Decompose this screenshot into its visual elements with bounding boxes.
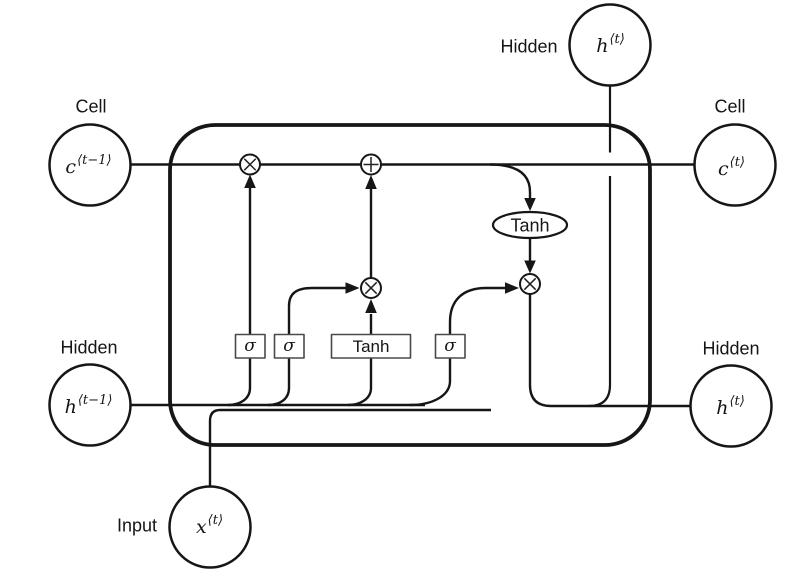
forget-multiply-node	[239, 153, 261, 176]
h-out-node-label: h⟨t⟩	[716, 393, 745, 419]
h-prev-node-label: h⟨t−1⟩	[64, 392, 113, 418]
candidate-multiply-node	[360, 277, 382, 299]
candidate-gate-box	[330, 333, 412, 359]
output-gate-stem	[409, 286, 505, 407]
forget-gate-box	[234, 333, 266, 359]
c-out-circle	[693, 123, 777, 207]
output-gate-box	[434, 333, 466, 359]
h-top-node-label: h⟨t⟩	[596, 31, 625, 57]
add-node	[360, 153, 382, 176]
input-gate-box	[273, 333, 305, 359]
hidden-output-line	[528, 294, 691, 408]
hidden-right-label: Hidden	[702, 338, 760, 359]
forget-gate-label: σ	[244, 336, 256, 356]
h-top-circle	[568, 3, 652, 87]
h-out-circle	[689, 364, 773, 448]
input-gate-stem	[267, 286, 346, 407]
tanh-activation-ellipse	[491, 210, 569, 240]
arrowhead-candidate-to-add	[365, 175, 377, 189]
hidden-top-line	[588, 85, 612, 408]
hidden-top-label: Hidden	[500, 36, 558, 57]
arrowhead-forget-to-multiply	[244, 174, 256, 188]
cell-tanh-label: Tanh	[510, 215, 550, 236]
h-prev-circle	[48, 363, 132, 447]
c-prev-node-label: c⟨t−1⟩	[65, 152, 112, 178]
forget-gate-stem	[227, 188, 252, 407]
x-input-node-label: x⟨t⟩	[195, 512, 224, 538]
input-line	[208, 408, 491, 487]
input-label: Input	[116, 515, 158, 536]
cell-left-label: Cell	[75, 96, 107, 117]
lstm-cell-boundary	[168, 123, 652, 447]
candidate-gate-label: Tanh	[352, 337, 390, 356]
arrowhead-tanh-to-multiply	[524, 260, 536, 274]
candidate-gate-stem	[347, 314, 373, 407]
arrowhead-outputgate-to-multiply	[505, 282, 519, 294]
output-multiply-node	[519, 273, 541, 295]
arrowhead-inputgate-to-multiply	[345, 282, 360, 294]
input-gate-label: σ	[283, 336, 295, 356]
arrowhead-tanhbox-to-multiply	[365, 299, 377, 313]
cell-branch-to-tanh	[489, 163, 532, 199]
arrowhead-cell-to-tanh	[524, 198, 536, 211]
c-prev-circle	[48, 123, 132, 207]
x-input-circle	[168, 485, 252, 569]
c-out-node-label: c⟨t⟩	[717, 154, 746, 180]
cell-right-label: Cell	[714, 96, 746, 117]
hidden-left-label: Hidden	[60, 337, 118, 358]
output-gate-label: σ	[444, 336, 456, 356]
